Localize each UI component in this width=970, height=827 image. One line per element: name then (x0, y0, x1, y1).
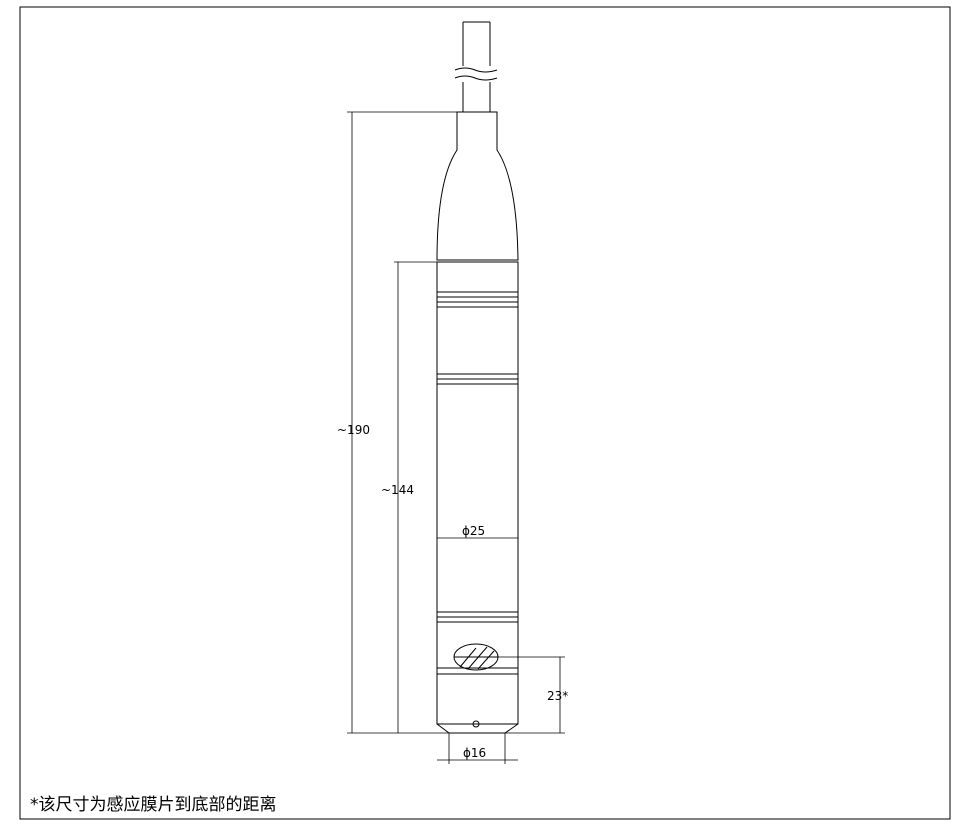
sensor-height-label: 23* (547, 689, 568, 703)
tip-diameter-label: ϕ16 (463, 746, 486, 760)
dimension-lines (347, 111, 565, 764)
body-length-label: ~144 (381, 483, 414, 497)
footnote: *该尺寸为感应膜片到底部的距离 (30, 795, 277, 815)
drawing-border (19, 6, 951, 820)
sensor-probe (436, 21, 519, 734)
body-diameter-label: ϕ25 (462, 524, 485, 538)
total-length-label: ~190 (337, 423, 370, 437)
vent-hole (472, 720, 480, 728)
